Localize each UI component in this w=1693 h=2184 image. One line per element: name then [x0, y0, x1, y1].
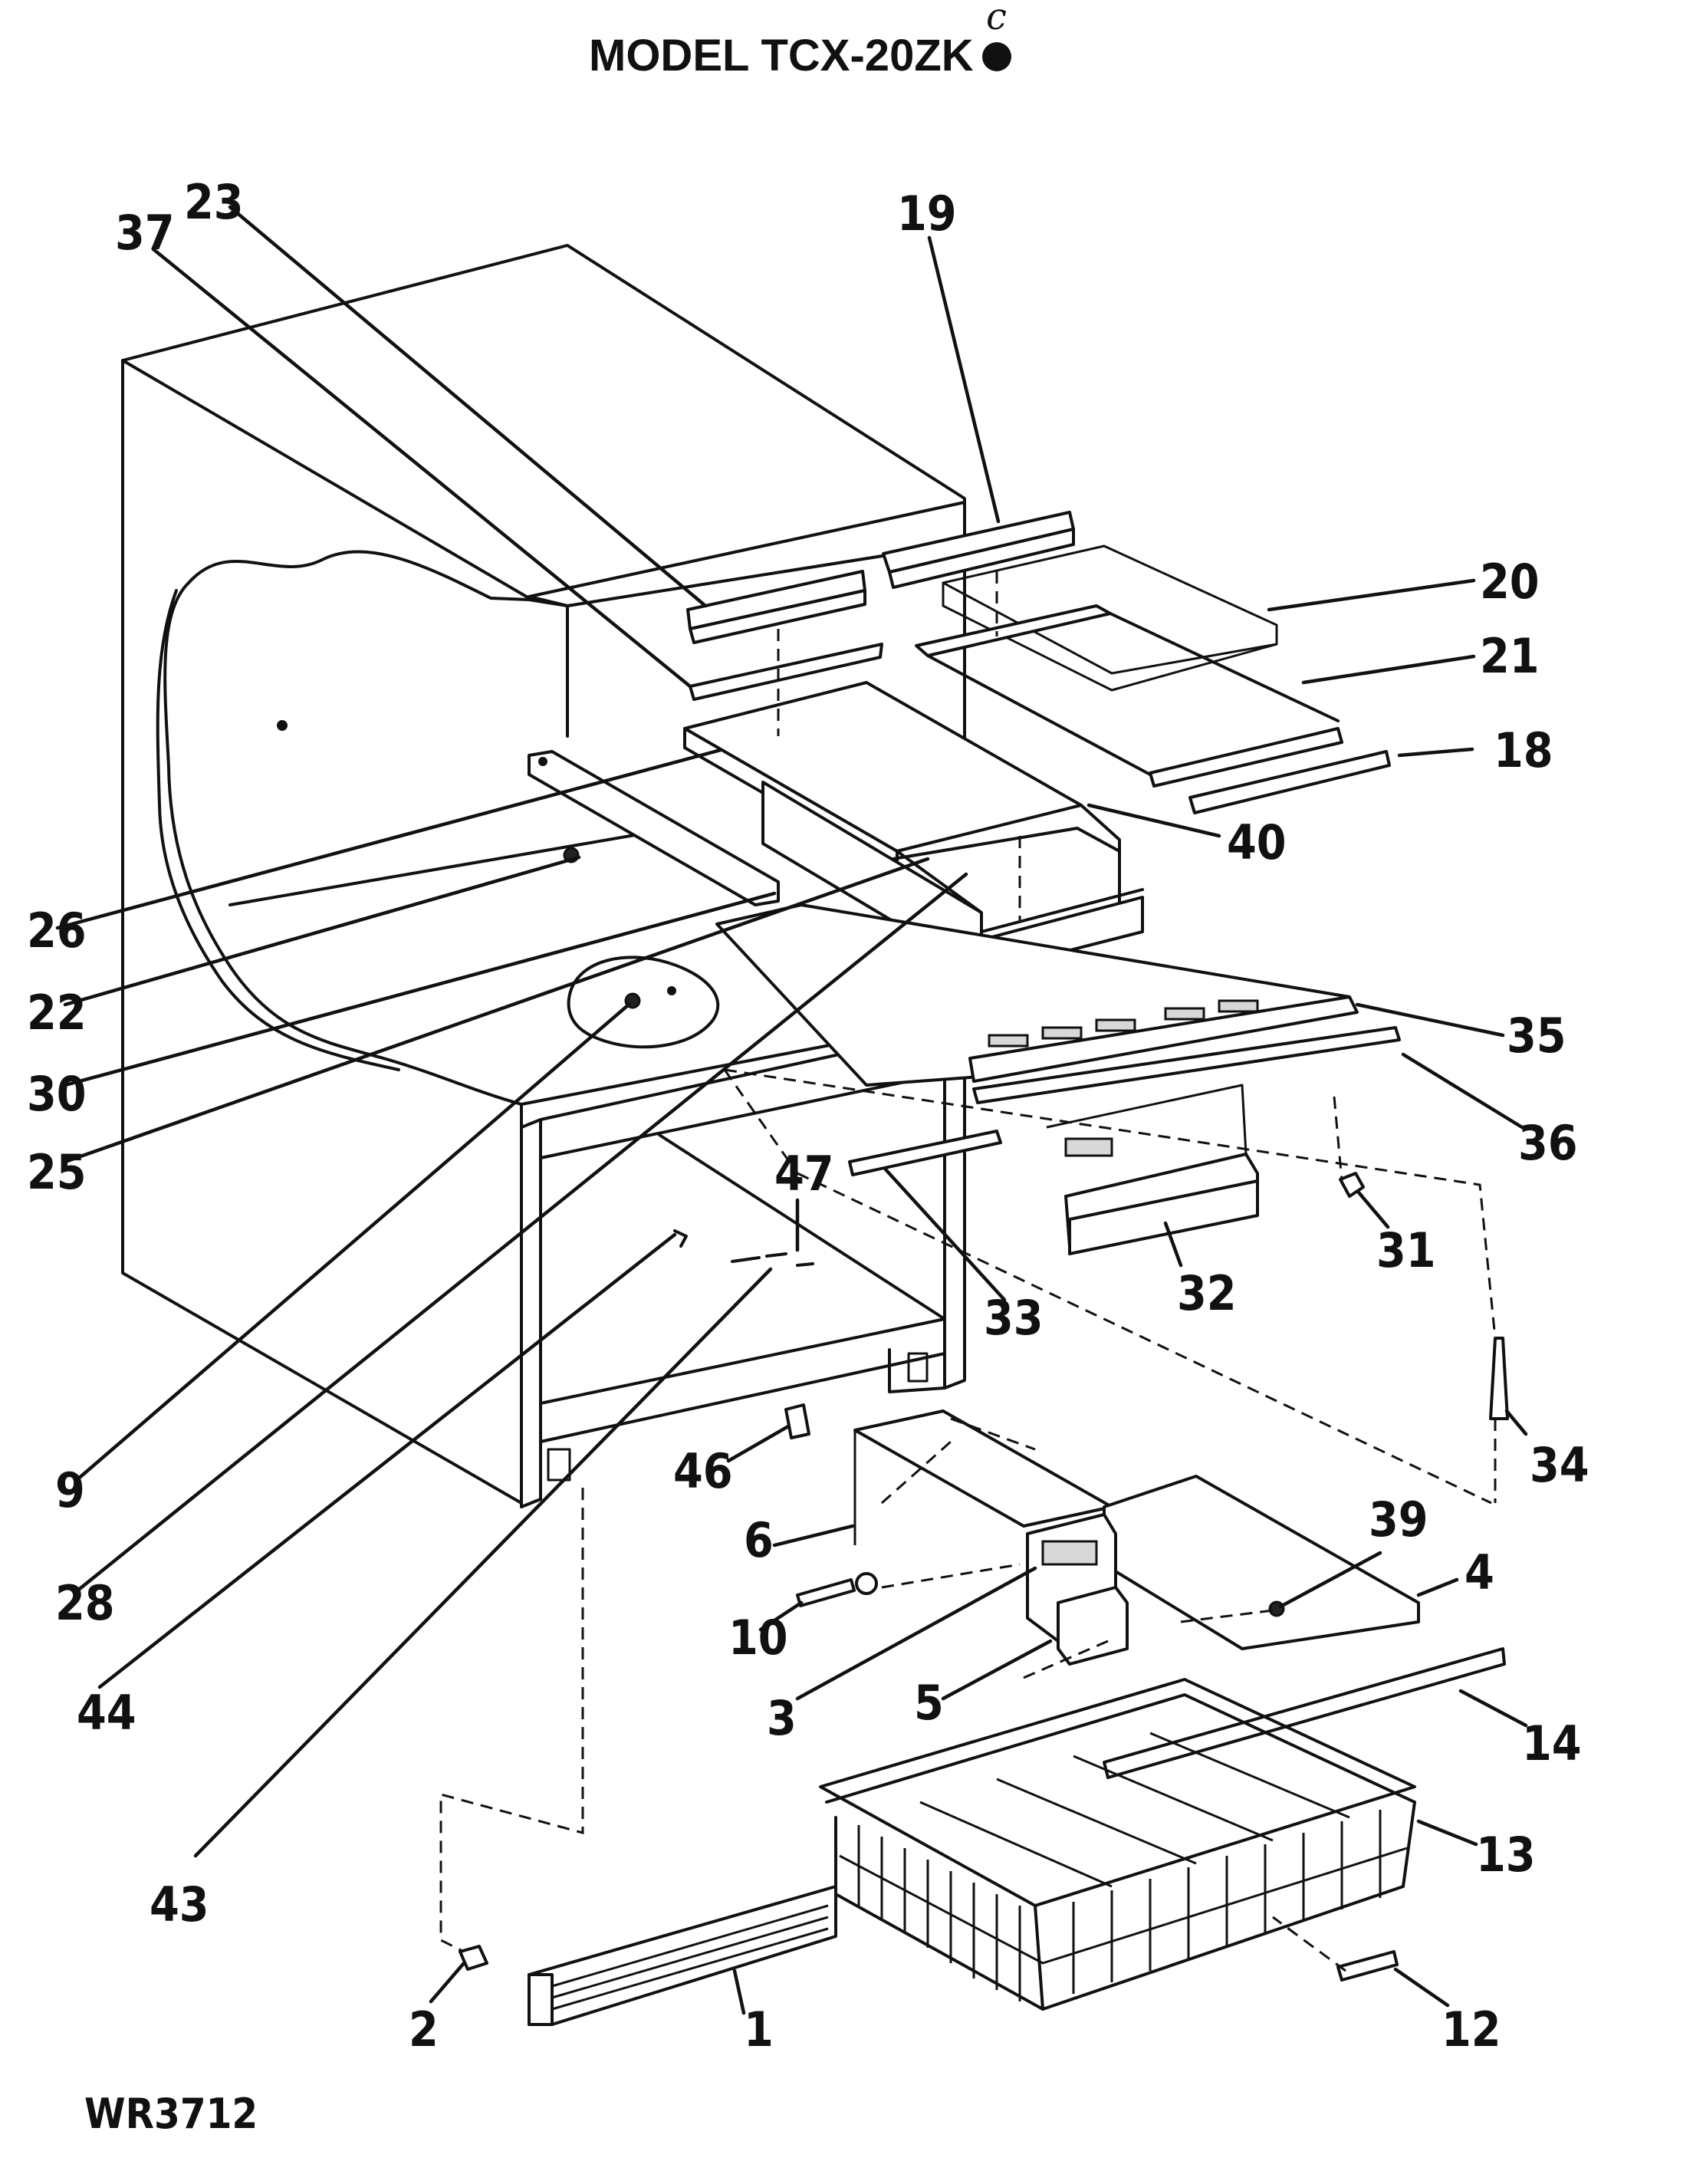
part-21-shelf-frame	[915, 604, 1343, 788]
part-18-trim	[1188, 750, 1391, 814]
part-44-clip	[673, 1229, 688, 1248]
part-32-drawer	[1046, 1084, 1259, 1255]
callout-10: 10	[728, 1610, 788, 1666]
callout-46: 46	[673, 1443, 733, 1499]
part-35-panel	[715, 903, 1359, 1087]
callout-12: 12	[1442, 2001, 1501, 2057]
callout-4: 4	[1465, 1544, 1494, 1600]
part-10-washer	[855, 1572, 878, 1595]
callout-13: 13	[1476, 1827, 1536, 1883]
callout-32: 32	[1177, 1265, 1237, 1321]
title-blot	[982, 42, 1011, 71]
callout-36: 36	[1518, 1115, 1578, 1171]
part-19-rail	[882, 511, 1075, 589]
callout-5: 5	[914, 1675, 944, 1731]
callout-47: 47	[774, 1146, 834, 1202]
handwritten-mark: c	[986, 0, 1007, 38]
callout-18: 18	[1494, 722, 1553, 778]
callout-39: 39	[1369, 1492, 1428, 1548]
part-34-post	[1489, 1337, 1509, 1420]
callout-1: 1	[744, 2001, 774, 2057]
callout-3: 3	[767, 1690, 797, 1746]
callout-6: 6	[744, 1512, 774, 1568]
callout-25: 25	[27, 1144, 87, 1200]
callout-28: 28	[55, 1575, 115, 1631]
callout-44: 44	[77, 1685, 136, 1741]
leader-lines	[55, 205, 1528, 2015]
callout-30: 30	[27, 1066, 87, 1122]
callout-19: 19	[897, 186, 957, 242]
callout-23: 23	[184, 174, 244, 230]
part-23-rail	[686, 570, 866, 644]
part-31-cap	[1339, 1172, 1365, 1198]
callout-14: 14	[1522, 1715, 1582, 1771]
callout-34: 34	[1530, 1437, 1589, 1493]
part-36-trim	[972, 1026, 1401, 1104]
part-13-wire-basket	[819, 1678, 1416, 2011]
callout-31: 31	[1376, 1222, 1436, 1278]
callout-40: 40	[1227, 814, 1287, 870]
callout-26: 26	[27, 903, 87, 959]
callout-22: 22	[27, 985, 87, 1041]
model-title: MODEL TCX-20ZK	[589, 31, 974, 81]
callout-35: 35	[1507, 1008, 1566, 1064]
callout-labels: 1 2 3 4 5 6 9 10 12 13 14 18 19 20 21 22…	[27, 174, 1589, 2057]
part-37-strip	[689, 643, 883, 701]
part-12-cap	[1336, 1950, 1399, 1982]
part-46-clip	[784, 1403, 810, 1439]
part-20-glass-shelf	[942, 544, 1278, 675]
dashed-guide-lines	[439, 571, 1497, 1972]
part-39-screw	[1268, 1600, 1285, 1617]
callout-37: 37	[115, 205, 175, 261]
callout-9: 9	[55, 1462, 85, 1518]
part-2-clip	[459, 1945, 488, 1971]
part-3-5-control	[1026, 1513, 1129, 1666]
callout-20: 20	[1480, 554, 1540, 610]
callout-21: 21	[1480, 628, 1540, 684]
part-22-bracket	[528, 750, 780, 906]
callout-33: 33	[984, 1290, 1044, 1346]
part-14-rail	[1103, 1647, 1506, 1779]
drawing-number: WR3712	[84, 2090, 258, 2138]
part-10-shaft	[796, 1578, 856, 1607]
part-47-fasteners	[731, 1252, 814, 1267]
part-6-panel	[853, 1409, 1113, 1528]
callout-43: 43	[150, 1876, 209, 1932]
part-33-bracket	[848, 1130, 1002, 1176]
callout-2: 2	[409, 2001, 439, 2057]
part-1-grille	[528, 1885, 837, 2026]
